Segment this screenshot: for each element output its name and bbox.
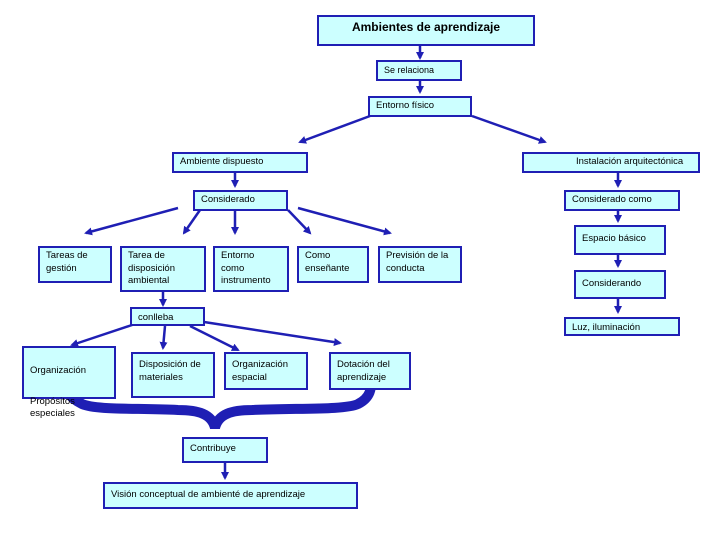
- node-instalacion-arquitectonica: Instalación arquitectónica: [522, 152, 700, 173]
- edge-conlleba-espacial: [189, 324, 240, 352]
- edge-considerado-tarea: [182, 209, 202, 235]
- node-disposicion-de-materiales: Disposición de materiales: [131, 352, 215, 398]
- node-luz-iluminacion: Luz, iluminación: [564, 317, 680, 336]
- edge-conlleba-dotacion: [203, 320, 342, 347]
- node-espacio-basico: Espacio básico: [574, 225, 666, 255]
- edge-considerado-como: [287, 209, 312, 235]
- propositos-label: Propósitos especiales: [30, 395, 75, 420]
- curly-brace: [57, 371, 377, 430]
- node-ambiente-dispuesto: Ambiente dispuesto: [172, 152, 308, 173]
- node-vision-conceptual: Visión conceptual de ambienté de aprendi…: [103, 482, 358, 509]
- node-prevision-de-la-conducta: Previsión de la conducta: [378, 246, 462, 283]
- node-organizacion-espacial: Organización espacial: [224, 352, 308, 390]
- edge-considerado-prevision: [297, 206, 392, 236]
- node-tarea-de-disposicion: Tarea de disposición ambiental: [120, 246, 206, 292]
- node-entorno-como-instrumento: Entorno como instrumento: [213, 246, 289, 292]
- node-considerado-como: Considerado como: [564, 190, 680, 211]
- edge-conlleba-organizacion: [70, 322, 136, 347]
- node-conlleba: conlleba: [130, 307, 205, 326]
- node-organizacion-propositos: Organización Propósitos especiales: [22, 346, 116, 419]
- edge-conlleba-disposicion: [159, 325, 168, 350]
- node-considerando: Considerando: [574, 270, 666, 299]
- edge-entorno-ambiente: [298, 114, 371, 144]
- node-ambientes-de-aprendizaje: Ambientes de aprendizaje: [317, 15, 535, 46]
- node-como-ensenante: Como enseñante: [297, 246, 369, 283]
- node-tareas-de-gestion: Tareas de gestión: [38, 246, 112, 283]
- node-contribuye: Contribuye: [182, 437, 268, 463]
- node-se-relaciona: Se relaciona: [376, 60, 462, 81]
- node-entorno-fisico: Entorno físico: [368, 96, 472, 117]
- node-considerado: Considerado: [193, 190, 288, 211]
- edge-considerado-tareas: [84, 206, 179, 236]
- edge-entorno-instalacion: [471, 114, 547, 144]
- node-dotacion-del-aprendizaje: Dotación del aprendizaje: [329, 352, 411, 390]
- organizacion-label: Organización: [30, 364, 86, 376]
